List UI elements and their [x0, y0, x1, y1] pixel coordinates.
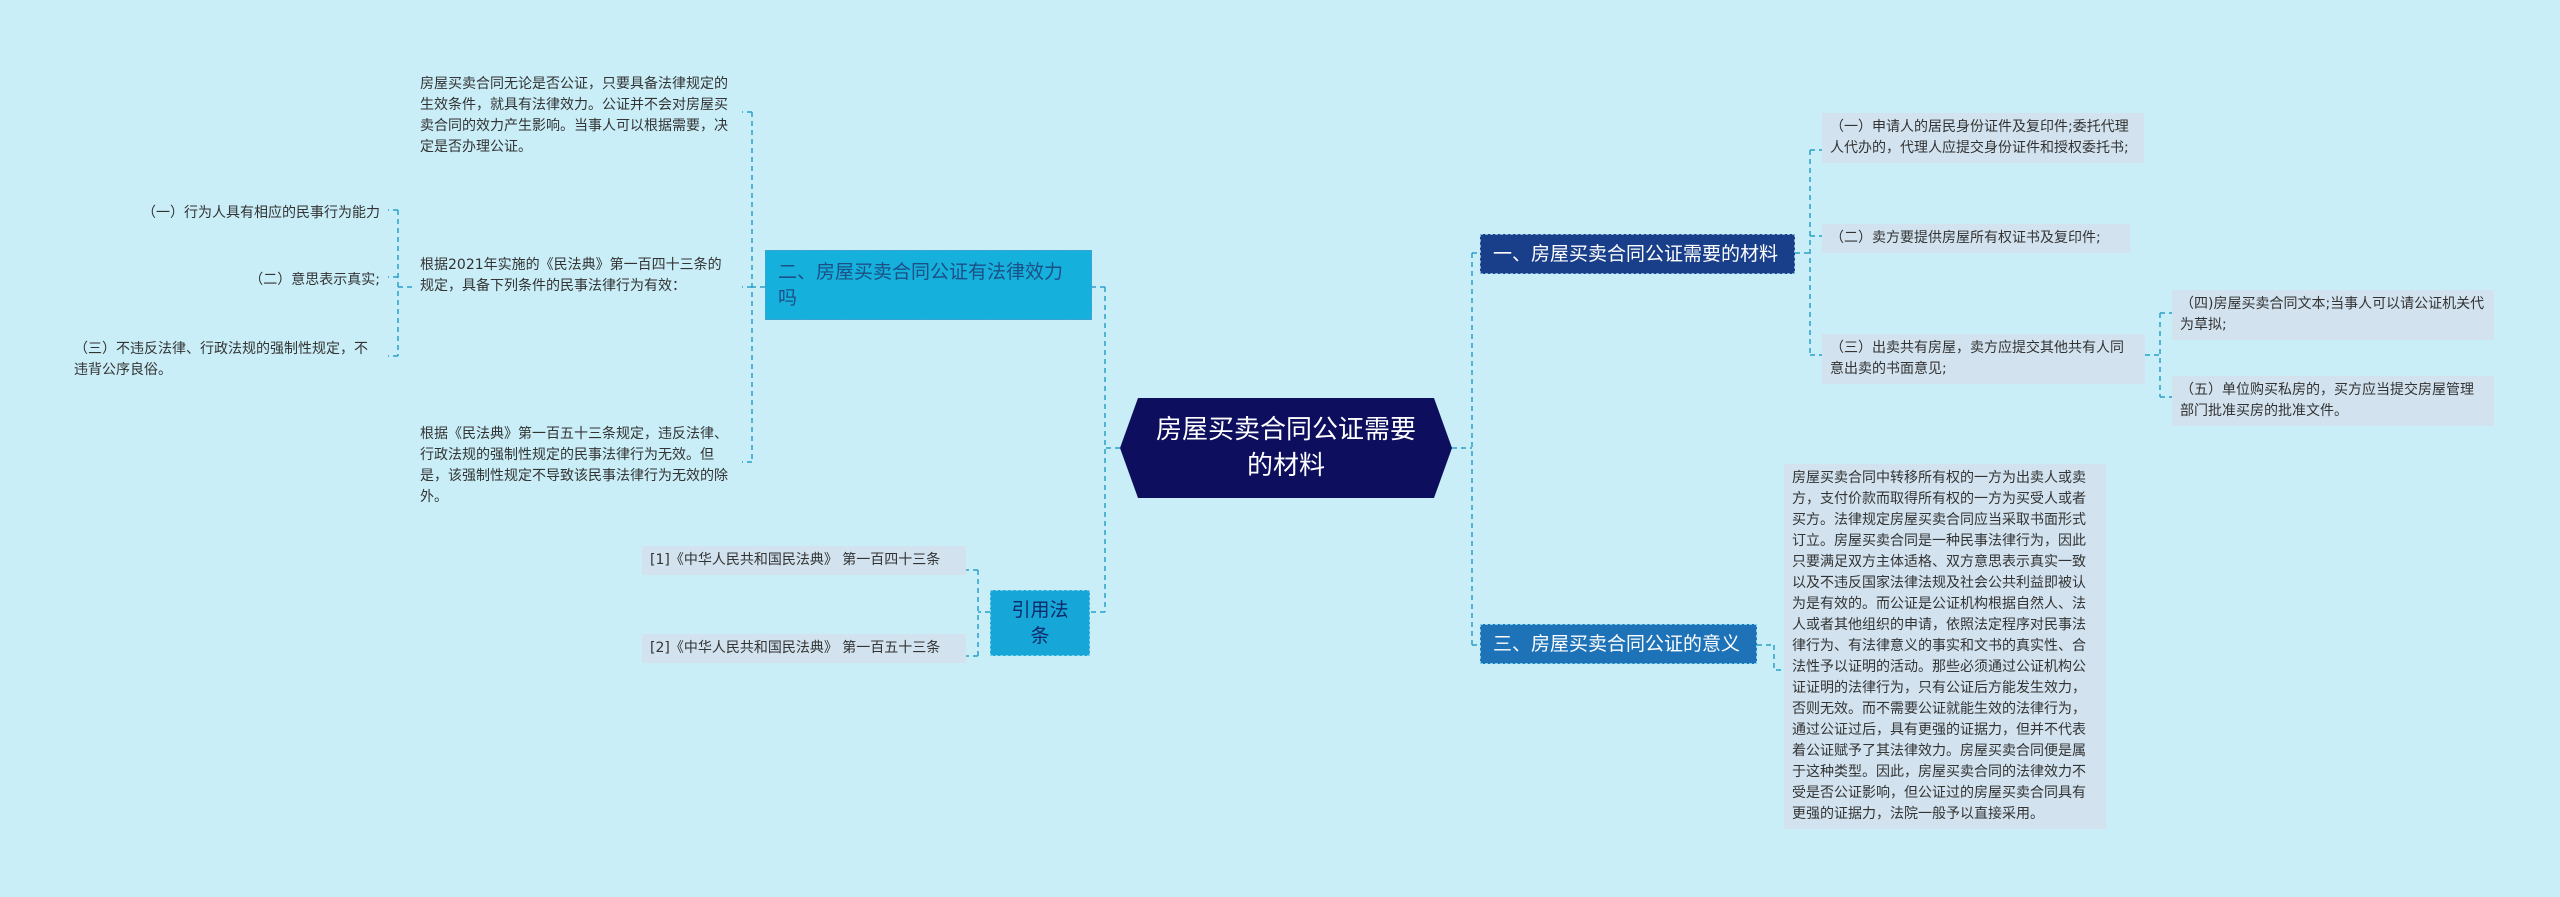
materials-subitem-4[interactable]: （四)房屋买卖合同文本;当事人可以请公证机关代为草拟;	[2172, 290, 2494, 340]
legal-effect-item-1-text: 房屋买卖合同无论是否公证，只要具备法律规定的生效条件，就具有法律效力。公证并不会…	[420, 76, 728, 155]
citation-item-2[interactable]: [2]《中华人民共和国民法典》 第一百五十三条	[642, 634, 966, 663]
materials-item-2-text: （二）卖方要提供房屋所有权证书及复印件;	[1830, 230, 2101, 246]
condition-item-1-text: （一）行为人具有相应的民事行为能力	[142, 205, 380, 221]
link-b1-subitems	[2145, 312, 2172, 398]
citation-item-2-text: [2]《中华人民共和国民法典》 第一百五十三条	[650, 640, 941, 656]
condition-item-3-text: （三）不违反法律、行政法规的强制性规定，不违背公序良俗。	[74, 341, 368, 378]
branch-materials-label: 一、房屋买卖合同公证需要的材料	[1493, 243, 1779, 265]
legal-effect-item-2-text: 根据2021年实施的《民法典》第一百四十三条的规定，具备下列条件的民事法律行为有…	[420, 257, 722, 294]
materials-item-2[interactable]: （二）卖方要提供房屋所有权证书及复印件;	[1822, 224, 2130, 253]
link-b4-items	[966, 569, 990, 657]
materials-subitem-4-text: （四)房屋买卖合同文本;当事人可以请公证机关代为草拟;	[2180, 296, 2485, 333]
branch-significance[interactable]: 三、房屋买卖合同公证的意义	[1480, 624, 1757, 664]
branch-significance-label: 三、房屋买卖合同公证的意义	[1493, 633, 1741, 655]
legal-effect-item-2[interactable]: 根据2021年实施的《民法典》第一百四十三条的规定，具备下列条件的民事法律行为有…	[412, 251, 742, 301]
significance-text-block[interactable]: 房屋买卖合同中转移所有权的一方为出卖人或卖方，支付价款而取得所有权的一方为买受人…	[1784, 464, 2106, 829]
branch-citations-label: 引用法条	[1011, 599, 1069, 647]
condition-item-2[interactable]: （二）意思表示真实;	[100, 266, 388, 295]
root-topic-label: 房屋买卖合同公证需要的材料	[1155, 415, 1416, 481]
root-topic[interactable]: 房屋买卖合同公证需要的材料	[1120, 398, 1452, 498]
materials-item-3[interactable]: （三）出卖共有房屋，卖方应提交其他共有人同意出卖的书面意见;	[1822, 334, 2145, 384]
branch-legal-effect-label: 二、房屋买卖合同公证有法律效力吗	[778, 261, 1064, 309]
legal-effect-item-3[interactable]: 根据《民法典》第一百五十三条规定，违反法律、行政法规的强制性规定的民事法律行为无…	[412, 420, 742, 512]
condition-item-3[interactable]: （三）不违反法律、行政法规的强制性规定，不违背公序良俗。	[66, 335, 388, 385]
materials-subitem-5[interactable]: （五）单位购买私房的，买方应当提交房屋管理部门批准买房的批准文件。	[2172, 376, 2494, 426]
legal-effect-item-1[interactable]: 房屋买卖合同无论是否公证，只要具备法律规定的生效条件，就具有法律效力。公证并不会…	[412, 70, 742, 162]
link-b3-text	[1757, 644, 1784, 671]
branch-legal-effect[interactable]: 二、房屋买卖合同公证有法律效力吗	[765, 250, 1092, 320]
link-root-left	[1090, 286, 1120, 613]
significance-text: 房屋买卖合同中转移所有权的一方为出卖人或卖方，支付价款而取得所有权的一方为买受人…	[1792, 470, 2086, 822]
condition-item-2-text: （二）意思表示真实;	[249, 272, 380, 288]
link-b2-items	[742, 111, 765, 463]
condition-item-1[interactable]: （一）行为人具有相应的民事行为能力	[100, 199, 388, 228]
materials-item-1-text: （一）申请人的居民身份证件及复印件;委托代理人代办的，代理人应提交身份证件和授权…	[1830, 119, 2129, 156]
materials-subitem-5-text: （五）单位购买私房的，买方应当提交房屋管理部门批准买房的批准文件。	[2180, 382, 2474, 419]
link-b2-subitems	[388, 209, 412, 357]
materials-item-1[interactable]: （一）申请人的居民身份证件及复印件;委托代理人代办的，代理人应提交身份证件和授权…	[1822, 113, 2144, 163]
link-b1-items	[1795, 149, 1822, 356]
link-root-right	[1452, 252, 1480, 646]
citation-item-1[interactable]: [1]《中华人民共和国民法典》 第一百四十三条	[642, 546, 966, 575]
citation-item-1-text: [1]《中华人民共和国民法典》 第一百四十三条	[650, 552, 941, 568]
materials-item-3-text: （三）出卖共有房屋，卖方应提交其他共有人同意出卖的书面意见;	[1830, 340, 2124, 377]
branch-citations[interactable]: 引用法条	[990, 590, 1090, 656]
legal-effect-item-3-text: 根据《民法典》第一百五十三条规定，违反法律、行政法规的强制性规定的民事法律行为无…	[420, 426, 728, 505]
branch-materials[interactable]: 一、房屋买卖合同公证需要的材料	[1480, 234, 1795, 274]
